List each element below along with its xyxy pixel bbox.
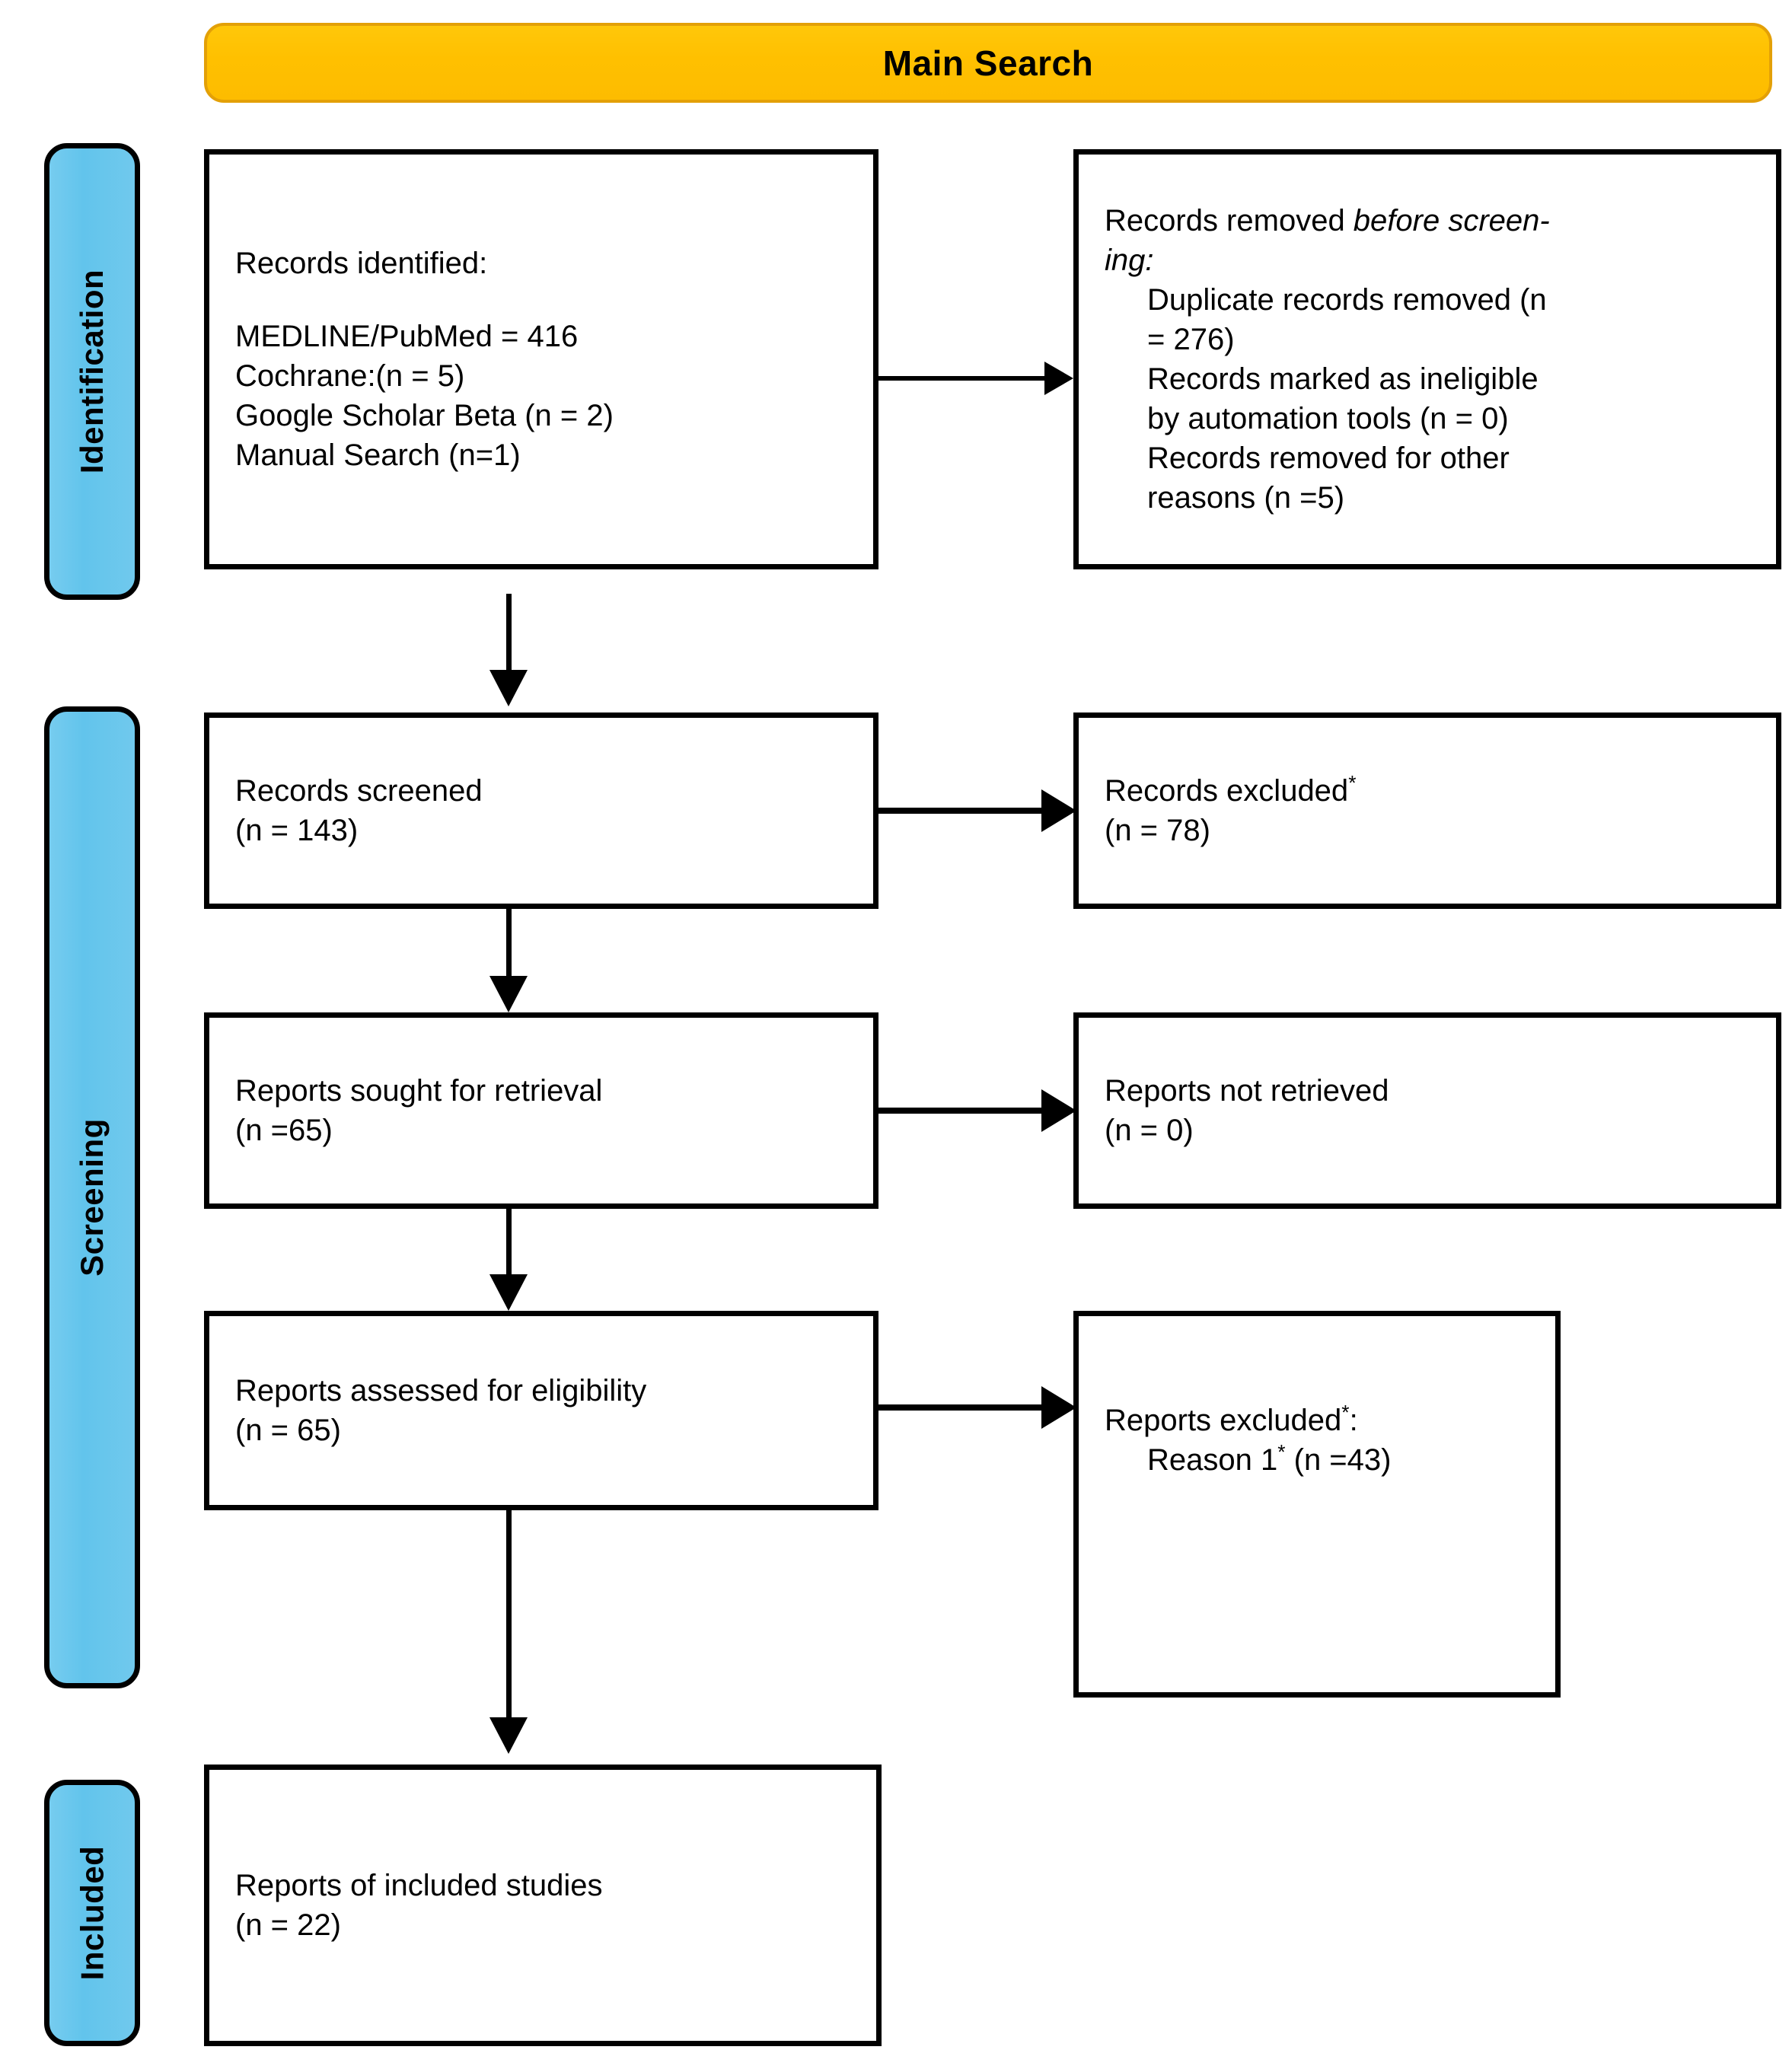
box-records-screened-text: Records screened (n = 143) bbox=[209, 771, 873, 850]
records-removed-heading-suffix: : bbox=[1145, 244, 1154, 277]
banner-title: Main Search bbox=[882, 43, 1094, 83]
arrow-shaft bbox=[506, 1206, 512, 1279]
phase-label-included: Included bbox=[44, 1780, 140, 2046]
arrow-shaft bbox=[878, 1108, 1060, 1114]
arrow-shaft bbox=[506, 906, 512, 980]
phase-label-text: Included bbox=[74, 1845, 110, 1981]
box-reports-not-retrieved: Reports not retrieved (n = 0) bbox=[1073, 1012, 1781, 1209]
box-reports-assessed-text: Reports assessed for eligibility (n = 65… bbox=[209, 1371, 873, 1450]
records-removed-heading: Records removed before screen- ing: bbox=[1105, 201, 1750, 280]
box-reports-excluded: Reports excluded*: Reason 1* (n =43) bbox=[1073, 1311, 1561, 1698]
reports-sought-count: (n =65) bbox=[235, 1114, 333, 1147]
box-reports-excluded-text: Reports excluded*: Reason 1* (n =43) bbox=[1079, 1401, 1555, 1480]
removed-item-automation: Records marked as ineligible by automati… bbox=[1147, 362, 1539, 435]
source-cochrane: Cochrane:(n = 5) bbox=[235, 359, 465, 393]
arrow-head-icon bbox=[1044, 362, 1073, 395]
reports-assessed-count: (n = 65) bbox=[235, 1414, 341, 1447]
box-records-identified-text: Records identified: MEDLINE/PubMed = 416… bbox=[209, 244, 873, 475]
reports-excluded-reason-1: Reason 1* (n =43) bbox=[1105, 1440, 1529, 1480]
asterisk-marker: * bbox=[1348, 771, 1357, 795]
box-reports-included-text: Reports of included studies (n = 22) bbox=[209, 1866, 876, 1945]
reason-label: Reason 1 bbox=[1147, 1443, 1278, 1477]
arrow-shaft bbox=[878, 1404, 1060, 1411]
box-records-excluded-text: Records excluded* (n = 78) bbox=[1079, 771, 1776, 850]
records-screened-count: (n = 143) bbox=[235, 814, 359, 847]
box-records-identified: Records identified: MEDLINE/PubMed = 416… bbox=[204, 149, 878, 569]
box-reports-sought-text: Reports sought for retrieval (n =65) bbox=[209, 1071, 873, 1150]
removed-item-duplicates: Duplicate records removed (n = 276) bbox=[1147, 283, 1547, 356]
phase-label-text: Screening bbox=[74, 1118, 110, 1277]
box-reports-sought-for-retrieval: Reports sought for retrieval (n =65) bbox=[204, 1012, 878, 1209]
reason-count: (n =43) bbox=[1285, 1443, 1392, 1477]
phase-label-identification: Identification bbox=[44, 143, 140, 600]
arrow-shaft bbox=[506, 1507, 512, 1720]
arrow-shaft bbox=[878, 376, 1052, 381]
arrow-head-icon bbox=[489, 1274, 528, 1311]
arrow-shaft bbox=[506, 594, 512, 674]
records-removed-heading-italic: before screen- ing bbox=[1105, 204, 1550, 277]
box-reports-not-retrieved-text: Reports not retrieved (n = 0) bbox=[1079, 1071, 1776, 1150]
main-search-banner: Main Search bbox=[204, 23, 1772, 103]
reports-excluded-label-suffix: : bbox=[1349, 1404, 1358, 1437]
removed-item-other: Records removed for other reasons (n =5) bbox=[1147, 442, 1510, 515]
records-excluded-label-text: Records excluded bbox=[1105, 774, 1349, 808]
source-google-scholar: Google Scholar Beta (n = 2) bbox=[235, 399, 614, 432]
asterisk-marker: * bbox=[1341, 1401, 1350, 1424]
box-records-removed-text: Records removed before screen- ing: Dupl… bbox=[1079, 201, 1776, 518]
reports-not-retrieved-label: Reports not retrieved bbox=[1105, 1074, 1389, 1108]
records-excluded-count: (n = 78) bbox=[1105, 814, 1210, 847]
arrow-shaft bbox=[878, 808, 1060, 814]
box-reports-of-included-studies: Reports of included studies (n = 22) bbox=[204, 1765, 882, 2046]
arrow-head-icon bbox=[489, 670, 528, 706]
arrow-head-icon bbox=[489, 1717, 528, 1754]
phase-label-text: Identification bbox=[74, 269, 110, 474]
reports-not-retrieved-count: (n = 0) bbox=[1105, 1114, 1194, 1147]
arrow-head-icon bbox=[1041, 789, 1076, 832]
reports-assessed-label: Reports assessed for eligibility bbox=[235, 1374, 647, 1407]
phase-label-screening: Screening bbox=[44, 706, 140, 1688]
arrow-head-icon bbox=[1041, 1386, 1076, 1429]
asterisk-marker: * bbox=[1277, 1440, 1286, 1464]
reports-included-count: (n = 22) bbox=[235, 1908, 341, 1942]
reports-excluded-label-text: Reports excluded bbox=[1105, 1404, 1342, 1437]
reports-sought-label: Reports sought for retrieval bbox=[235, 1074, 603, 1108]
box-reports-assessed-for-eligibility: Reports assessed for eligibility (n = 65… bbox=[204, 1311, 878, 1510]
box-records-removed-before-screening: Records removed before screen- ing: Dupl… bbox=[1073, 149, 1781, 569]
box-records-excluded: Records excluded* (n = 78) bbox=[1073, 713, 1781, 909]
arrow-head-icon bbox=[1041, 1089, 1076, 1132]
reports-excluded-label: Reports excluded*: bbox=[1105, 1401, 1529, 1440]
source-manual-search: Manual Search (n=1) bbox=[235, 438, 521, 472]
records-identified-heading: Records identified: bbox=[235, 247, 488, 280]
box-records-screened: Records screened (n = 143) bbox=[204, 713, 878, 909]
records-removed-heading-prefix: Records removed bbox=[1105, 204, 1354, 238]
source-medline: MEDLINE/PubMed = 416 bbox=[235, 320, 579, 353]
arrow-head-icon bbox=[489, 976, 528, 1012]
reports-included-label: Reports of included studies bbox=[235, 1869, 603, 1902]
records-screened-label: Records screened bbox=[235, 774, 483, 808]
records-excluded-label: Records excluded* bbox=[1105, 771, 1750, 811]
spacer bbox=[235, 283, 847, 317]
